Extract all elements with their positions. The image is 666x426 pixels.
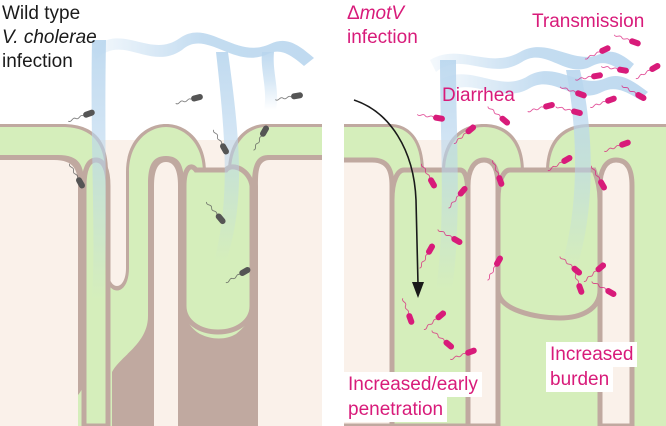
wild-type-bacterium	[275, 92, 303, 101]
left-title-line1: Wild type	[2, 3, 81, 24]
penetration-arrow-line	[353, 99, 419, 285]
left-flow-up-3	[261, 52, 278, 110]
mutant-bacterium	[448, 185, 468, 209]
right-flow-wave	[430, 47, 634, 74]
mutant-bacterium	[450, 347, 477, 360]
mutant-bacterium	[431, 330, 455, 350]
mutant-bacterium	[555, 106, 583, 117]
mutant-bacterium	[420, 163, 437, 189]
wild-type-bacterium	[212, 129, 229, 155]
mutant-bacterium	[437, 229, 463, 245]
wild-type-bacterium	[225, 267, 251, 284]
delta-symbol: Δ	[347, 3, 360, 24]
transmission-label: Transmission	[532, 11, 645, 32]
penetration-arrow-head	[412, 282, 424, 298]
mutant-bacterium	[635, 63, 661, 80]
mutant-bacterium	[559, 256, 583, 276]
mutant-bacterium	[547, 155, 573, 172]
right-title-line2: infection	[347, 27, 418, 48]
mutant-bacterium	[453, 124, 477, 144]
left-title-line2: V. cholerae	[2, 27, 97, 48]
left-flow-wave	[92, 32, 314, 66]
mutant-bacterium	[487, 255, 503, 281]
mutant-bacterium	[583, 262, 607, 282]
wild-type-bacterium	[68, 109, 95, 122]
mutant-bacterium	[492, 160, 505, 187]
left-flow-up-1	[91, 40, 106, 300]
mutant-bacterium	[590, 165, 607, 191]
mutant-bacterium	[600, 66, 629, 74]
mutant-bacterium	[527, 101, 555, 113]
wild-type-bacterium	[206, 201, 226, 225]
mutant-bacterium	[487, 106, 511, 126]
left-title-line3: infection	[2, 51, 73, 72]
penetration-label-line2: penetration	[344, 397, 448, 422]
wild-type-bacteria	[68, 92, 303, 284]
mutant-bacterium	[402, 298, 415, 325]
left-villus-tissue	[0, 160, 322, 426]
right-flow-wave-2	[440, 71, 648, 100]
gene-name: motV	[359, 3, 405, 24]
wild-type-bacterium	[253, 125, 269, 151]
mutant-bacterium	[584, 45, 611, 60]
mutant-bacterium	[559, 86, 587, 99]
mutant-bacterium	[416, 114, 445, 122]
burden-label-line2: burden	[546, 367, 614, 392]
mutant-bacterium	[621, 85, 647, 101]
left-flow-up-2	[214, 52, 240, 262]
burden-label-line1: Increased	[546, 342, 638, 367]
mutant-bacterium	[572, 268, 585, 295]
diarrhea-label: Diarrhea	[442, 85, 515, 106]
mutant-bacterium	[591, 281, 617, 297]
right-title-line1: ΔmotV	[347, 2, 404, 25]
mutant-bacterium	[590, 95, 617, 108]
right-flow-up-2	[560, 70, 591, 270]
mutant-bacterium	[604, 139, 631, 152]
wild-type-bacterium	[175, 93, 203, 105]
mutant-bacteria	[402, 34, 661, 360]
left-panel	[0, 32, 322, 426]
wild-type-bacterium	[68, 163, 85, 189]
penetration-label-line1: Increased/early	[344, 372, 482, 397]
mutant-bacterium	[575, 72, 603, 81]
mutant-bacterium	[613, 34, 641, 47]
mutant-bacterium	[423, 310, 447, 330]
mutant-bacterium	[419, 243, 435, 269]
